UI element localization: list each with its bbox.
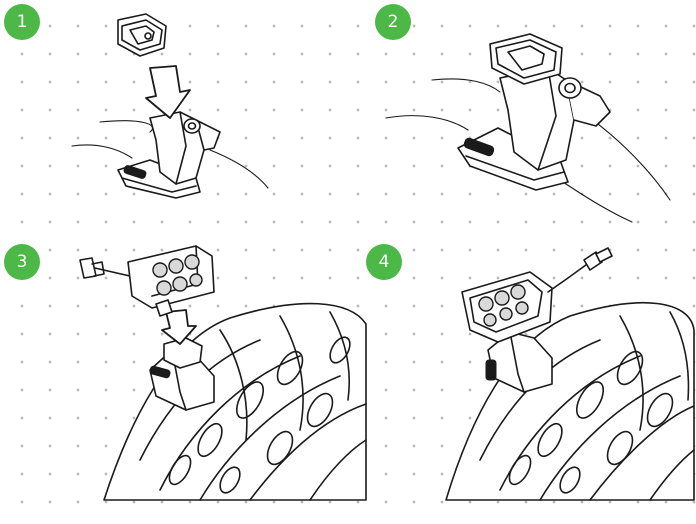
step-3-illustration bbox=[80, 246, 366, 500]
step-4-illustration bbox=[446, 248, 694, 500]
step-1-illustration bbox=[72, 14, 268, 198]
step-2-illustration bbox=[386, 34, 670, 222]
